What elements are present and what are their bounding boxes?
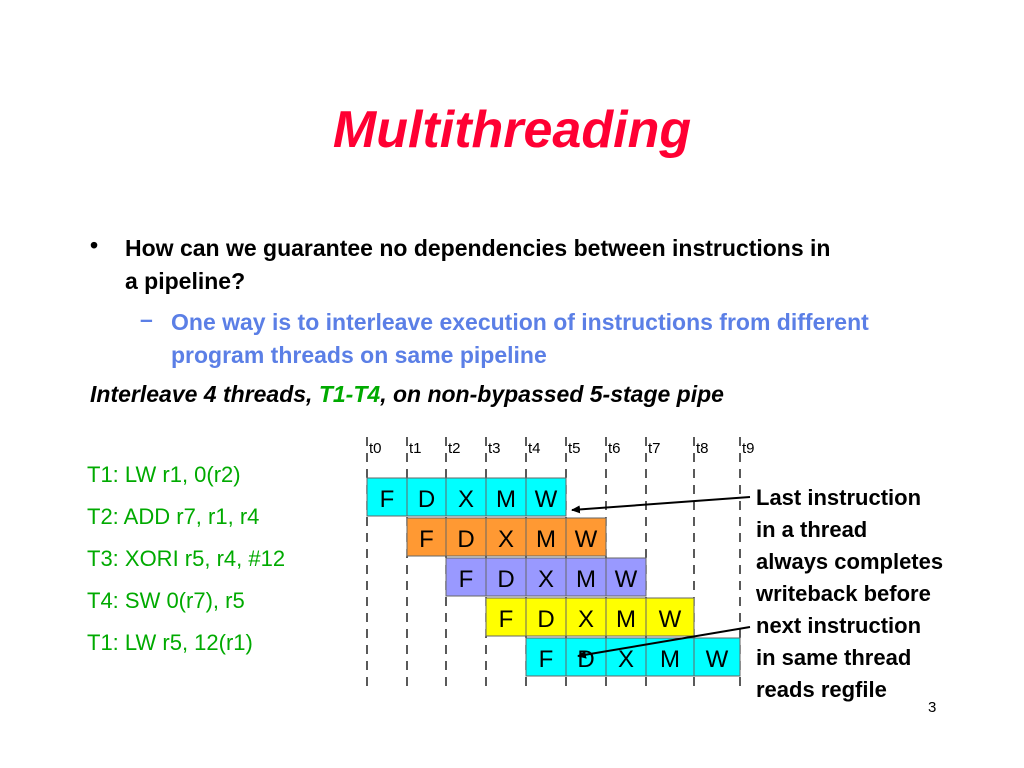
time-label: t7 xyxy=(648,440,661,457)
stage-cell xyxy=(645,597,695,637)
stage-label: X xyxy=(498,526,514,553)
stage-label: D xyxy=(577,646,594,673)
time-label: t5 xyxy=(568,440,581,457)
annotation-line: writeback before xyxy=(755,581,931,606)
stage-label: M xyxy=(660,646,680,673)
interleave-line: Interleave 4 threads, T1-T4, on non-bypa… xyxy=(90,381,724,408)
annotation-line: in same thread xyxy=(756,645,911,670)
stage-label: W xyxy=(615,566,638,593)
interleave-suffix: , on non-bypassed 5-stage pipe xyxy=(380,381,724,407)
stage-label: D xyxy=(537,606,554,633)
bullet-text: How can we guarantee no dependencies bet… xyxy=(125,235,831,294)
annotation-line: next instruction xyxy=(756,613,921,638)
instruction-line: T1: LW r1, 0(r2) xyxy=(87,462,241,487)
stage-label: W xyxy=(535,486,558,513)
stage-label: W xyxy=(659,606,682,633)
time-labels: t0 t1 t2 t3 t4 t5 t6 t7 t8 t9 xyxy=(369,440,755,457)
stage-label: M xyxy=(536,526,556,553)
annotation-line: Last instruction xyxy=(756,485,921,510)
annotation-line: always completes xyxy=(756,549,943,574)
stage-cell xyxy=(565,517,607,557)
stage-label: X xyxy=(538,566,554,593)
slide-title: Multithreading xyxy=(332,101,692,159)
stage-cell xyxy=(605,597,647,637)
time-label: t4 xyxy=(528,440,541,457)
time-label: t2 xyxy=(448,440,461,457)
time-label: t8 xyxy=(696,440,709,457)
stage-cell xyxy=(605,637,647,677)
time-label: t3 xyxy=(488,440,501,457)
stage-label: F xyxy=(499,606,514,633)
stage-cell xyxy=(406,517,447,557)
sub-bullet-marker: – xyxy=(140,306,153,332)
stage-cell xyxy=(485,477,527,517)
stage-cell xyxy=(445,517,487,557)
interleave-prefix: Interleave 4 threads, xyxy=(90,381,319,407)
stage-cell xyxy=(485,597,527,637)
annotation-line: in a thread xyxy=(756,517,867,542)
stage-cell xyxy=(485,517,527,557)
time-label: t1 xyxy=(409,440,422,457)
page-number: 3 xyxy=(928,699,936,716)
stage-cell xyxy=(645,637,695,677)
stage-cell xyxy=(525,557,567,597)
bullet-marker: • xyxy=(90,232,99,258)
instruction-line: T2: ADD r7, r1, r4 xyxy=(87,504,260,529)
stage-label: X xyxy=(618,646,634,673)
stage-label: X xyxy=(458,486,474,513)
interleave-threads: T1-T4 xyxy=(318,381,381,407)
stage-cell xyxy=(525,597,567,637)
stage-cell xyxy=(565,597,607,637)
sub-bullet-text: One way is to interleave execution of in… xyxy=(171,309,869,368)
arrow-to-decode xyxy=(577,626,751,659)
annotation-line: reads regfile xyxy=(756,677,887,702)
instruction-line: T1: LW r5, 12(r1) xyxy=(87,630,253,655)
stage-label: F xyxy=(419,526,434,553)
stage-label: M xyxy=(576,566,596,593)
instruction-line: T3: XORI r5, r4, #12 xyxy=(87,546,286,571)
time-label: t9 xyxy=(742,440,755,457)
stage-label: M xyxy=(616,606,636,633)
stage-cell xyxy=(605,557,647,597)
annotation-arrows xyxy=(571,496,751,659)
stage-label: D xyxy=(497,566,514,593)
time-label: t6 xyxy=(608,440,621,457)
stage-cell xyxy=(445,557,487,597)
stage-label: X xyxy=(578,606,594,633)
stage-label: W xyxy=(575,526,598,553)
stage-label: F xyxy=(539,646,554,673)
arrow-to-writeback xyxy=(571,496,751,514)
annotation-text: Last instruction in a thread always comple… xyxy=(755,485,943,702)
instruction-line: T4: SW 0(r7), r5 xyxy=(87,588,245,613)
stage-label: F xyxy=(459,566,474,593)
stage-label: D xyxy=(457,526,474,553)
stage-cell xyxy=(525,477,567,517)
stage-label: W xyxy=(706,646,729,673)
stage-label: F xyxy=(380,486,395,513)
stage-cell xyxy=(525,517,567,557)
stage-label: M xyxy=(496,486,516,513)
stage-cell xyxy=(366,477,408,517)
time-label: t0 xyxy=(369,440,382,457)
stage-cell xyxy=(445,477,487,517)
stage-cell xyxy=(565,557,607,597)
stage-cell xyxy=(693,637,741,677)
stage-label: D xyxy=(418,486,435,513)
